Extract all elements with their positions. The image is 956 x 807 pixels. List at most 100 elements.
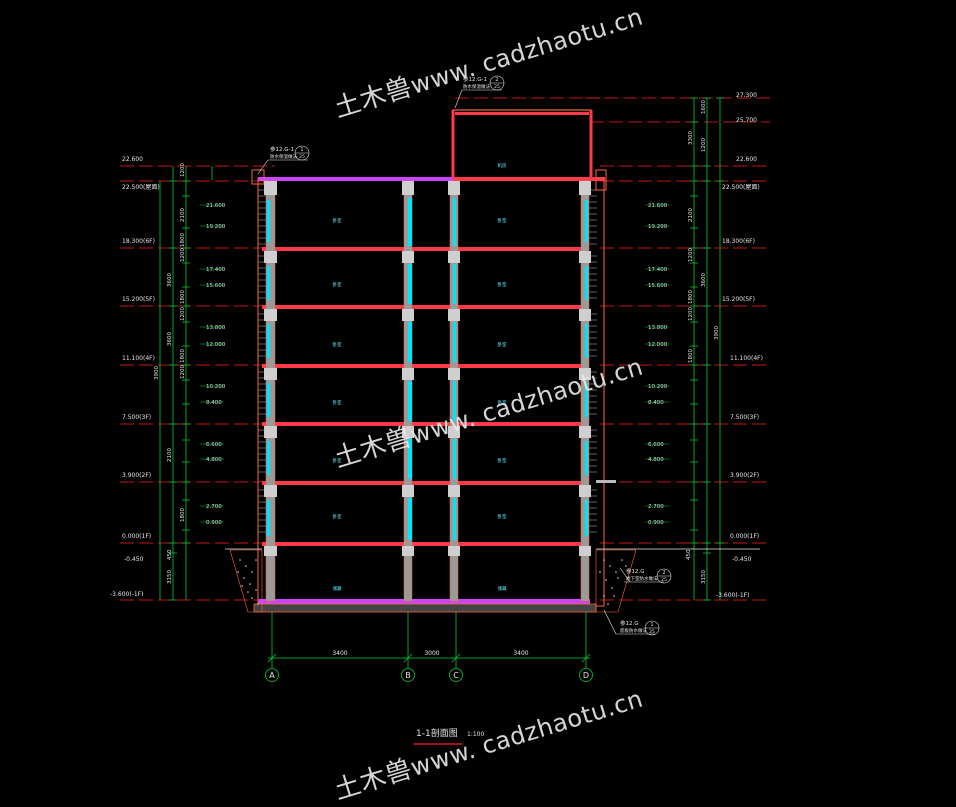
dim-number: 1800	[180, 233, 186, 247]
dim-number: 1200	[180, 248, 186, 262]
callout-ref: 参12.G	[626, 567, 645, 575]
room-label: 卧室	[333, 217, 342, 224]
dim-number: 1800	[180, 290, 186, 304]
callout-sheet: 25	[494, 84, 500, 90]
room-label: 卧室	[333, 513, 342, 520]
elevation-label: 18.300(6F)	[722, 238, 755, 245]
elevation-label: 22.500(屋面)	[722, 184, 760, 191]
left-elevation-labels: 22.600 22.500(屋面) 18.300(6F) 15.200(5F) …	[110, 156, 160, 598]
callout-num: 1	[650, 622, 653, 628]
window-mark: 15.600	[206, 283, 226, 289]
elevation-label: -3.600(-1F)	[716, 592, 749, 599]
window-mark: 12.000	[648, 342, 668, 348]
dim-number: 2100	[180, 208, 186, 222]
elevation-label: 18.300(6F)	[122, 238, 155, 245]
room-label: 卧室	[498, 457, 507, 464]
elevation-label: 11.100(4F)	[730, 355, 763, 362]
window-mark: 21.600	[206, 203, 226, 209]
dim-number: 1800	[180, 349, 186, 363]
drawing-title-block: 1-1剖面图 1:100	[414, 727, 484, 745]
dim-number: 3150	[167, 570, 173, 584]
window-mark: 10.200	[648, 384, 668, 390]
elevation-label: 22.600	[736, 156, 757, 163]
dim-number: 1200	[180, 307, 186, 321]
dim-number: 1200	[180, 365, 186, 379]
axis-grid	[267, 612, 591, 668]
dim-number: 450	[686, 549, 692, 560]
elevation-label: 25.700	[736, 117, 757, 124]
window-mark: 17.400	[648, 267, 668, 273]
window-mark: 13.800	[206, 325, 226, 331]
axis-label: C	[453, 671, 459, 680]
window-mark: 2.700	[648, 504, 664, 510]
dim-number: 3600	[167, 332, 173, 346]
dim-number: 1800	[180, 508, 186, 522]
elevation-label: 11.100(4F)	[122, 355, 155, 362]
room-label: 卧室	[498, 281, 507, 288]
dim-number: 3900	[154, 366, 160, 380]
elevation-label: 3.900(2F)	[730, 472, 759, 479]
dim-number: 2100	[688, 208, 694, 222]
left-dimension-chains	[159, 166, 213, 601]
dim-number: 450	[167, 549, 173, 560]
elevation-label: 3.900(2F)	[122, 472, 151, 479]
elevation-label: 7.500(3F)	[730, 414, 759, 421]
room-label: 卧室	[333, 399, 342, 406]
window-mark: 21.600	[648, 203, 668, 209]
dim-number: 1200	[688, 307, 694, 321]
dim-number: 1200	[701, 138, 707, 152]
axis-bubbles: A B C D	[265, 668, 593, 682]
callout-note: 防水保温做法	[463, 83, 490, 90]
elevation-label: 27.300	[736, 92, 757, 99]
elevation-label: 15.200(5F)	[722, 296, 755, 303]
base-detail-callout: 参12.G 底板防水做法 1 25	[603, 609, 660, 636]
window-marks: 21.600 19.200 17.400 15.600 13.800 12.00…	[206, 203, 668, 526]
window-mark: 8.400	[206, 400, 222, 406]
level-lines	[120, 97, 770, 601]
room-label: 卧室	[498, 399, 507, 406]
dim-number: 2100	[167, 448, 173, 462]
elevation-label: 22.600	[122, 156, 143, 163]
room-label: 卧室	[498, 513, 507, 520]
window-mark: 13.800	[648, 325, 668, 331]
callout-ref: 参12.G-1	[463, 75, 487, 83]
window-mark: 12.000	[206, 342, 226, 348]
room-labels: 机房 卧室 卧室 卧室 卧室 卧室 卧室 卧室 卧室 卧室 卧室 卧室 卧室 储…	[333, 162, 507, 592]
dim-number: 1600	[701, 100, 707, 114]
dim-number: 1200	[688, 248, 694, 262]
dim-number: 3900	[714, 326, 720, 340]
window-mark: 15.600	[648, 283, 668, 289]
top-detail-callout: 参12.G-1 防水保温做法 2 25	[454, 75, 505, 109]
dim-number: 3600	[701, 273, 707, 287]
room-label: 储藏	[498, 585, 507, 592]
bay-dimension-numbers: 3400 3000 3400	[332, 650, 528, 657]
bay-dim: 3000	[424, 650, 439, 657]
room-label: 卧室	[333, 341, 342, 348]
callout-sheet: 25	[649, 629, 655, 635]
callout-ref: 参12.G	[620, 619, 639, 627]
wall-detail-callout: 参12.G 地下室防水做法 2 25	[619, 567, 672, 584]
right-dimension-numbers: 1600 3300 1200 2100 1200 1800 3600 1200 …	[686, 100, 720, 584]
window-mark: 4.800	[648, 457, 664, 463]
drawing-scale: 1:100	[467, 731, 484, 738]
elevation-label: 15.200(5F)	[122, 296, 155, 303]
room-label: 卧室	[498, 341, 507, 348]
elevation-label: 22.500(屋面)	[122, 184, 160, 191]
callout-ref: 参12.G-1	[270, 145, 294, 153]
window-mark: 19.200	[206, 224, 226, 230]
elevation-label: 7.500(3F)	[122, 414, 151, 421]
dim-number: 3600	[167, 273, 173, 287]
window-mark: 2.700	[206, 504, 222, 510]
window-mark: 0.900	[206, 520, 222, 526]
room-label: 机房	[498, 162, 507, 169]
room-label: 卧室	[333, 457, 342, 464]
drawing-title: 1-1剖面图	[416, 727, 458, 739]
dim-number: 1800	[688, 290, 694, 304]
window-mark: 0.900	[648, 520, 664, 526]
room-label: 卧室	[333, 281, 342, 288]
elevation-label: 0.000(1F)	[122, 533, 151, 540]
elevation-label: -0.450	[732, 556, 752, 563]
callout-note: 地下室防水做法	[626, 575, 658, 582]
